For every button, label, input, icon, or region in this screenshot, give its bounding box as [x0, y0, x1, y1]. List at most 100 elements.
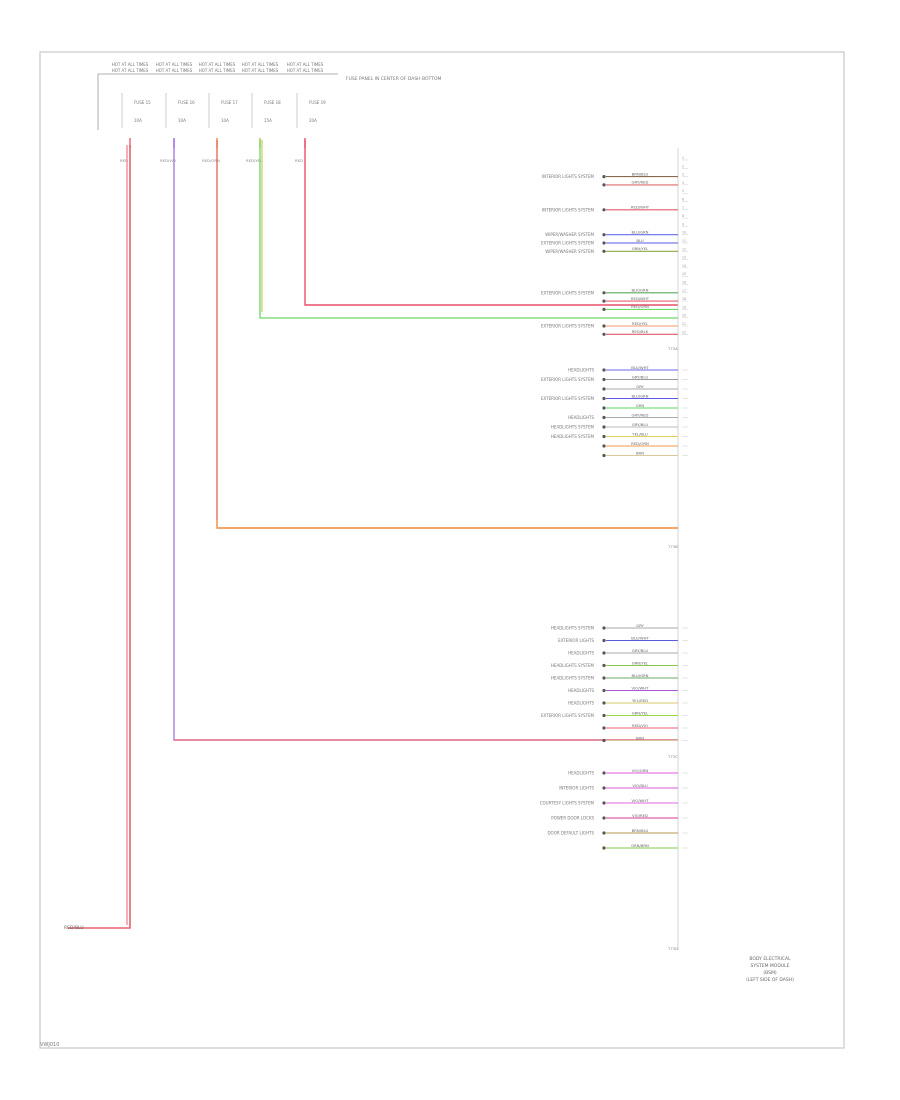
circuit-label: HEADLIGHTS [568, 701, 594, 706]
pin-number: 17 [682, 289, 686, 293]
module-label-line4: (LEFT SIDE OF DASH) [746, 977, 794, 983]
fuse-name: FUSE 17 [221, 100, 238, 105]
connector-terminal [602, 406, 606, 410]
wire-color-label: GRY/RED [632, 412, 649, 417]
connector-terminal [602, 626, 606, 630]
circuit-label: EXTERIOR LIGHTS SYSTEM [541, 396, 595, 401]
connector-terminal [602, 415, 606, 420]
connector-a-row: 5 [682, 189, 688, 194]
wire-fuse18 [259, 140, 678, 319]
connector-terminal [602, 444, 606, 448]
diagram-border [39, 51, 845, 1049]
module-label-line3: (BSM) [763, 970, 777, 976]
module-label: BODY ELECTRICAL SYSTEM MODULE (BSM) (LEF… [746, 956, 794, 983]
fuse-rating: 10A [221, 118, 229, 123]
connector-terminal [602, 368, 606, 372]
fuse-circuit-label2: HOT AT ALL TIMES [287, 68, 324, 73]
pin-number: 8 [682, 214, 684, 218]
wire-color-label: BRN/BLU [632, 828, 649, 833]
circuit-label: HEADLIGHTS [568, 368, 594, 373]
circuit-label: HEADLIGHTS [568, 651, 594, 656]
connector-label: T73C [667, 754, 678, 759]
wire-color-label: BLU/GRN [631, 673, 648, 678]
connector-terminal [602, 208, 606, 212]
fuse-rating: 10A [178, 118, 186, 123]
wire-color-label: BLU/GRN [631, 393, 648, 398]
connector-a-row: 2 [682, 164, 688, 169]
circuit-label: HEADLIGHTS [568, 771, 594, 776]
wire-color-label: GRN [636, 403, 645, 408]
fuse-circuit-label: HOT AT ALL TIMES [287, 62, 324, 67]
wire-color-label: GRY/RED [632, 180, 649, 185]
wire-color-label: RED/WHT [631, 296, 650, 301]
connector-terminal [602, 183, 606, 187]
connector-a-row: 1 [682, 156, 688, 161]
connector-terminal [602, 291, 606, 295]
connector-terminal [602, 801, 606, 805]
connector-terminal [602, 307, 606, 311]
wire-fuse15 [68, 145, 131, 929]
connector-d-row: GRN/BRN [602, 843, 688, 850]
connector-terminal [602, 713, 606, 718]
wire-color-label: BLU/WHT [631, 365, 649, 370]
circuit-label: EXTERIOR LIGHTS SYSTEM [541, 290, 595, 295]
circuit-label: HEADLIGHTS SYSTEM [551, 434, 595, 439]
module-label-line2: SYSTEM MODULE [751, 963, 790, 969]
wire-color-label: VIO/GRN [632, 768, 649, 773]
fuse-circuit-label: HOT AT ALL TIMES [199, 62, 236, 67]
module-label-line1: BODY ELECTRICAL [749, 956, 791, 962]
pin-number: 14 [682, 264, 686, 268]
fuse-wire-label: RED/ORN [202, 158, 220, 163]
pin-number: 20 [682, 314, 686, 318]
connector-label: T73B [667, 544, 678, 549]
connector-terminal [602, 786, 606, 790]
wire-color-label: RED/BLK [632, 329, 649, 334]
wire-color-label: RED/YEL [632, 321, 649, 326]
connector-b-row: GRN [602, 403, 688, 410]
connector-a-row: 8 [682, 214, 688, 219]
connector-terminal [602, 816, 606, 820]
wire-color-label: YEL/BLU [632, 431, 648, 436]
circuit-label: WIPER/WASHER SYSTEM [545, 232, 594, 237]
circuit-label: INTERIOR LIGHTS SYSTEM [542, 174, 595, 179]
connector-terminal [602, 771, 606, 775]
wire-color-label: RED/VIO [632, 723, 648, 728]
connector-terminal [602, 332, 606, 336]
circuit-label: COURTESY LIGHTS SYSTEM [540, 801, 595, 806]
circuit-label: EXTERIOR LIGHTS [558, 638, 594, 643]
fuse-circuit-label: HOT AT ALL TIMES [242, 62, 279, 67]
fuse-circuit-label: HOT AT ALL TIMES [112, 62, 149, 67]
connector-terminal [602, 396, 606, 401]
pin-number: 3 [682, 173, 684, 177]
connector-terminal [602, 688, 606, 693]
connector-terminal [602, 434, 606, 439]
connector-d-row: VIO/GRN HEADLIGHTS [568, 768, 688, 776]
fuse-name: FUSE 15 [134, 100, 151, 105]
pin-number: 6 [682, 198, 684, 202]
ground-label: RED/BLU [64, 925, 84, 931]
connector-a-row: 9 [682, 222, 688, 227]
circuit-label: EXTERIOR LIGHTS SYSTEM [541, 241, 595, 246]
wire-color-label: VIO/WHT [632, 685, 650, 690]
wire-color-label: GRN/YEL [632, 710, 649, 715]
connector-label: T73A [667, 346, 678, 351]
connector-a-row: 14 [682, 264, 688, 269]
connector-terminal [602, 831, 606, 835]
fuse-wire-label: RED [120, 158, 128, 163]
pin-number: 11 [682, 239, 686, 243]
pin-number: 9 [682, 222, 684, 226]
